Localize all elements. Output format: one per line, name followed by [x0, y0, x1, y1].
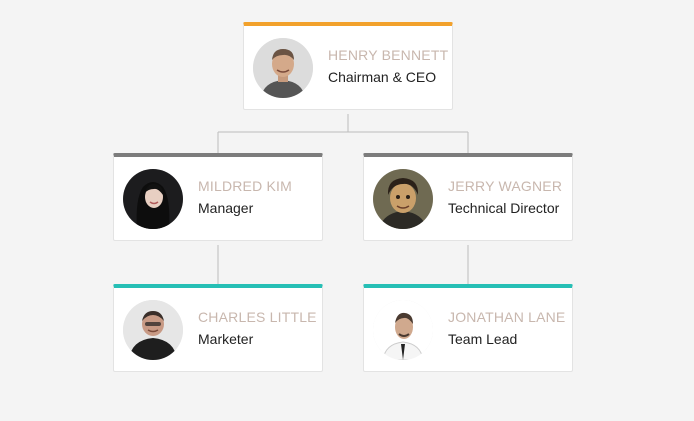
org-node-henry-bennett[interactable]: HENRY BENNETT Chairman & CEO — [243, 22, 453, 110]
person-title: Chairman & CEO — [328, 69, 437, 85]
person-avatar-icon — [253, 38, 313, 98]
org-node-charles-little[interactable]: CHARLES LITTLE Marketer — [113, 284, 323, 372]
org-node-jerry-wagner[interactable]: JERRY WAGNER Technical Director — [363, 153, 573, 241]
person-title: Manager — [198, 200, 254, 216]
person-title: Team Lead — [448, 331, 518, 347]
org-node-jonathan-lane[interactable]: JONATHAN LANE Team Lead — [363, 284, 573, 372]
person-avatar-icon — [373, 169, 433, 229]
person-title: Technical Director — [448, 200, 560, 216]
org-node-mildred-kim[interactable]: MILDRED KIM Manager — [113, 153, 323, 241]
person-name: MILDRED KIM — [198, 178, 292, 194]
person-avatar-icon — [373, 300, 433, 360]
person-avatar-icon — [123, 300, 183, 360]
person-name: JONATHAN LANE — [448, 309, 566, 325]
person-name: JERRY WAGNER — [448, 178, 563, 194]
person-title: Marketer — [198, 331, 254, 347]
person-avatar-icon — [123, 169, 183, 229]
person-name: CHARLES LITTLE — [198, 309, 317, 325]
person-name: HENRY BENNETT — [328, 47, 449, 63]
